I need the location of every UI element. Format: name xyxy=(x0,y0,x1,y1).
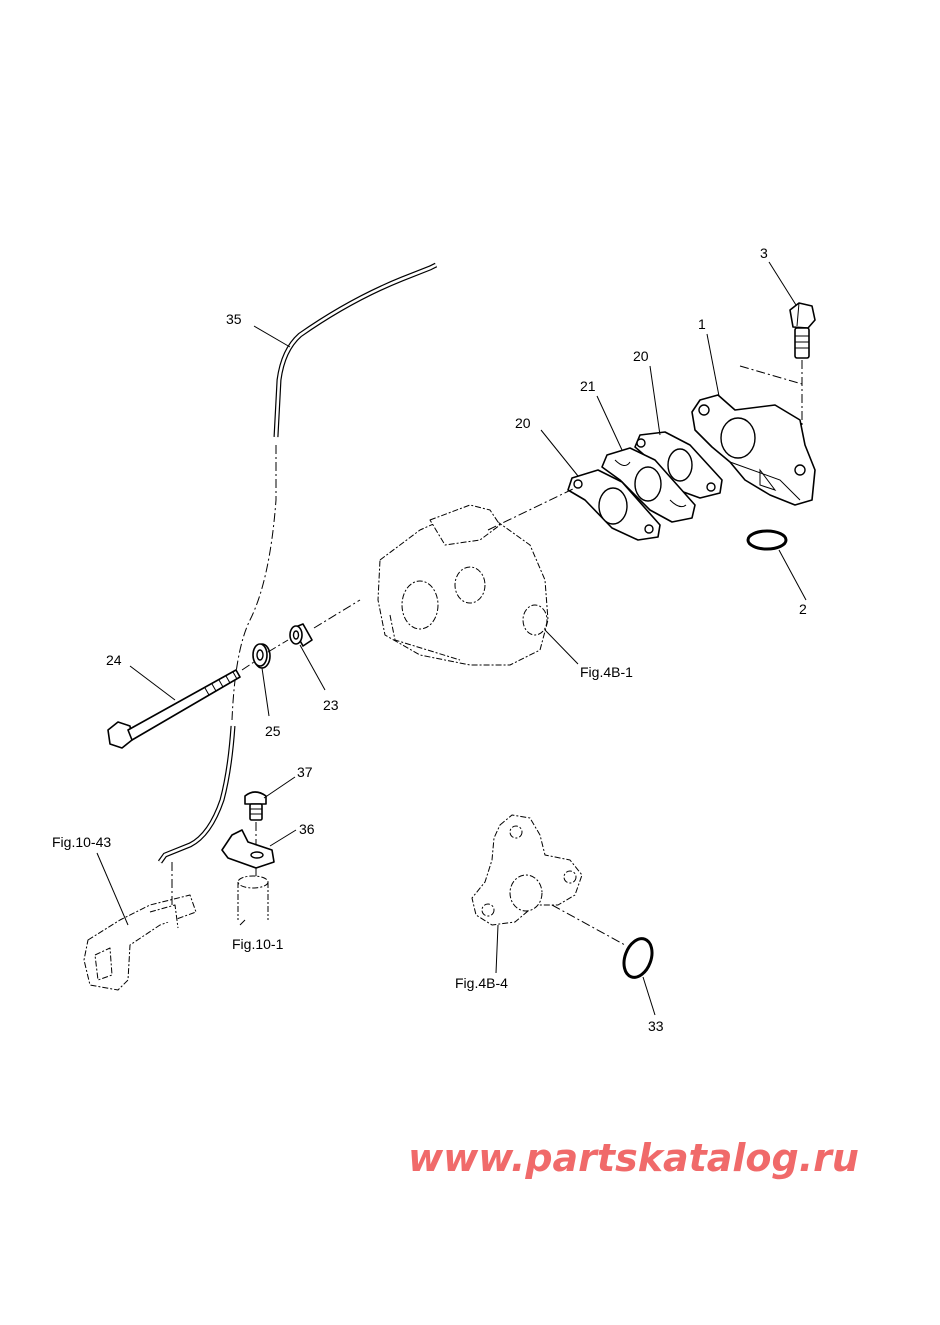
callout-25: 25 xyxy=(265,723,281,739)
figure-references: Fig.4B-1 Fig.10-43 Fig.10-1 Fig.4B-4 xyxy=(52,664,633,991)
callout-labels: 3 1 20 21 20 2 35 24 25 23 37 36 33 xyxy=(106,245,807,1034)
callout-20-upper: 20 xyxy=(633,348,649,364)
ref-fig-4b-1: Fig.4B-1 xyxy=(580,664,633,680)
part-3-bolt xyxy=(739,302,816,470)
part-25-washer xyxy=(252,639,289,669)
callout-24: 24 xyxy=(106,652,122,668)
part-36-clamp xyxy=(221,829,275,880)
leader-lines xyxy=(96,261,807,1016)
callout-1: 1 xyxy=(698,316,706,332)
callout-3: 3 xyxy=(760,245,768,261)
callout-21: 21 xyxy=(580,378,596,394)
callout-23: 23 xyxy=(323,697,339,713)
callout-33: 33 xyxy=(648,1018,664,1034)
ref-fig-10-43: Fig.10-43 xyxy=(52,834,111,850)
callout-20-lower: 20 xyxy=(515,415,531,431)
plate-reference-outline xyxy=(471,814,626,946)
part-21-insulator xyxy=(601,447,696,523)
part-20-gasket-upper xyxy=(634,431,723,499)
part-33-o-ring xyxy=(622,937,654,979)
callout-37: 37 xyxy=(297,764,313,780)
part-2-o-ring xyxy=(746,529,788,551)
callout-2: 2 xyxy=(799,601,807,617)
part-1-manifold xyxy=(691,394,816,506)
bracket-reference-outline xyxy=(83,862,197,991)
part-20-gasket-lower xyxy=(567,469,661,541)
part-37-screw xyxy=(244,791,267,845)
carburetor-reference-outline xyxy=(377,487,576,666)
callout-35: 35 xyxy=(226,311,242,327)
callout-36: 36 xyxy=(299,821,315,837)
post-reference-outline xyxy=(237,875,269,920)
part-35-control-rod xyxy=(157,262,438,864)
watermark-text: www.partskatalog.ru xyxy=(408,1136,859,1180)
part-23-collar xyxy=(289,599,361,647)
ref-fig-10-1: Fig.10-1 xyxy=(232,936,284,952)
ref-fig-4b-4: Fig.4B-4 xyxy=(455,975,508,991)
part-24-long-bolt xyxy=(107,661,255,749)
